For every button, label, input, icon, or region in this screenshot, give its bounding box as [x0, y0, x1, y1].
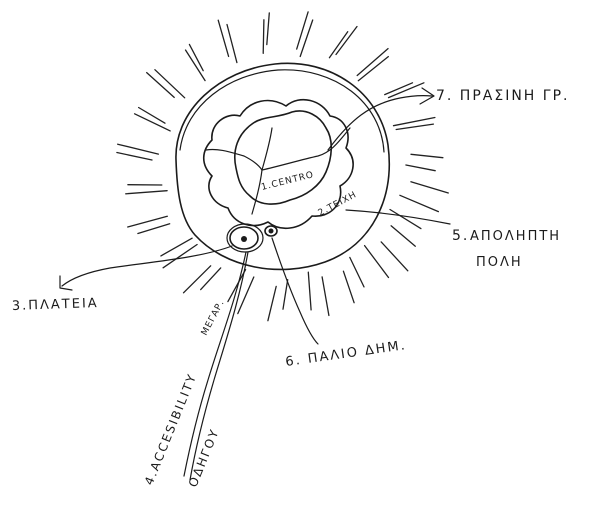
- leader-square: [62, 246, 232, 286]
- label-square: 3.ΠΛΑΤΕΙΑ: [12, 296, 99, 314]
- leader-accessibility-2: [190, 252, 248, 480]
- label-lost-city-line1: ΑΠΟΛΗΠΤΗ: [470, 229, 561, 244]
- ray-stroke: [161, 238, 192, 256]
- ray-stroke: [138, 224, 170, 234]
- division-line-west: [206, 149, 262, 170]
- square-node-dot: [241, 236, 247, 242]
- ray-stroke: [118, 144, 159, 154]
- ray-stroke: [357, 49, 388, 76]
- center-blob: [235, 111, 331, 204]
- ray-stroke: [263, 20, 264, 54]
- ray-stroke: [139, 108, 165, 124]
- outer-ring-second-stroke: [180, 70, 384, 152]
- ray-stroke: [297, 12, 308, 49]
- leader-lost-city: [346, 210, 450, 224]
- ray-stroke: [201, 268, 221, 290]
- ray-stroke: [411, 154, 443, 157]
- ray-stroke: [343, 271, 354, 303]
- ray-stroke: [411, 182, 448, 193]
- ray-stroke: [268, 286, 276, 320]
- leader-old-town: [272, 238, 318, 344]
- ray-stroke: [184, 266, 211, 293]
- ray-stroke: [358, 57, 388, 81]
- ray-stroke: [238, 277, 254, 314]
- label-center: 1.CENTRO: [260, 170, 315, 193]
- ray-stroke: [336, 27, 357, 55]
- label-walls: 2.ΤΕΙΧΗ: [317, 190, 359, 219]
- division-line-east: [262, 128, 350, 170]
- ray-stroke: [147, 73, 175, 98]
- radiating-rays: [117, 12, 448, 321]
- division-line-south: [252, 170, 262, 214]
- ray-stroke: [267, 13, 270, 45]
- ray-stroke: [117, 153, 152, 161]
- ray-stroke: [126, 191, 167, 194]
- ray-stroke: [329, 32, 347, 58]
- ray-stroke: [308, 272, 311, 310]
- old-town-node-dot: [269, 229, 274, 234]
- ray-stroke: [365, 246, 389, 278]
- label-lost-city-num: 5.: [452, 228, 469, 244]
- label-accessibility-sub: ΟΔΗΓΟΥ: [186, 426, 222, 489]
- division-line-north: [262, 128, 272, 170]
- label-green-belt: 7. ΠΡΑΣΙΝΗ ΓΡ.: [436, 88, 569, 104]
- ray-stroke: [406, 165, 435, 171]
- ray-stroke: [381, 242, 408, 271]
- ray-stroke: [128, 216, 168, 227]
- ray-stroke: [396, 124, 433, 129]
- label-street: ΜΕΓΑΡ.: [200, 298, 227, 337]
- ray-stroke: [400, 195, 439, 211]
- ray-stroke: [391, 226, 415, 246]
- ray-stroke: [350, 257, 364, 287]
- ray-stroke: [300, 20, 313, 57]
- ray-stroke: [228, 270, 246, 302]
- ray-stroke: [390, 210, 421, 229]
- ray-stroke: [322, 277, 329, 316]
- label-old-town: 6. ΠΑΛΙΟ ΔΗΜ.: [284, 338, 407, 370]
- outer-ring: [176, 63, 389, 269]
- label-lost-city-line2: ΠΟΛΗ: [476, 255, 523, 270]
- ray-stroke: [283, 280, 288, 310]
